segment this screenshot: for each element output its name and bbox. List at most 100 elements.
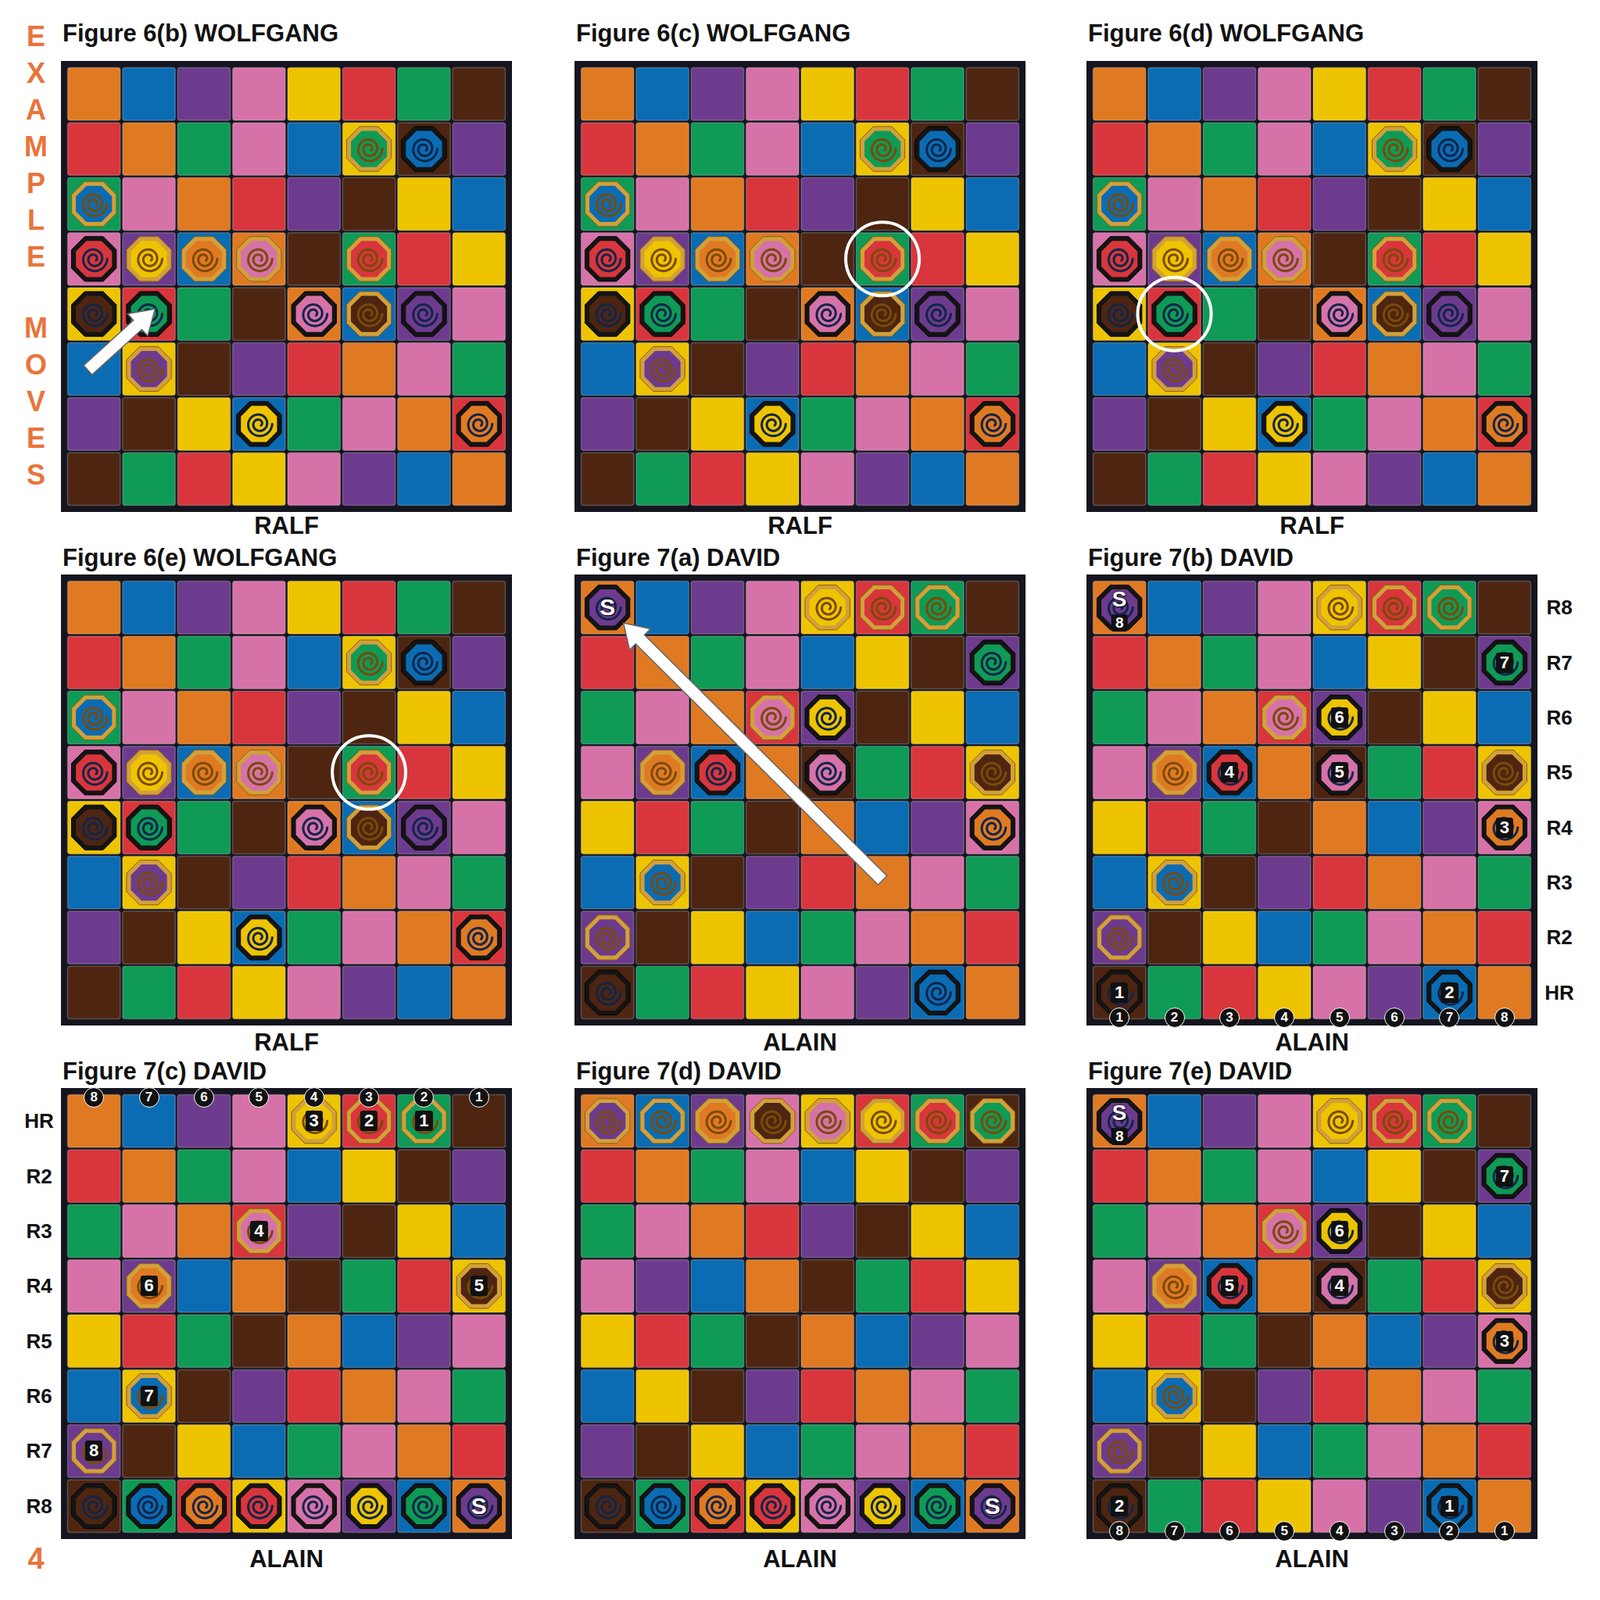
tower-rim: [970, 401, 1015, 447]
tower-rim: [401, 291, 447, 337]
board-square: [1478, 1479, 1531, 1532]
tower-top: [1486, 1323, 1523, 1360]
dragon-symbol: [816, 762, 842, 785]
tower-rim: [1371, 126, 1417, 172]
board-square: [1313, 1369, 1366, 1422]
dragon-symbol: [1328, 597, 1354, 620]
board-square: [966, 1369, 1019, 1422]
tower-rim: [859, 126, 905, 172]
board-square: [232, 911, 286, 964]
board-square: [452, 68, 505, 121]
tower-rim: [805, 585, 850, 630]
board-square: [1423, 1424, 1476, 1478]
move-number: 1: [415, 1110, 433, 1132]
board-square: [68, 966, 121, 1019]
board-square: [636, 1314, 689, 1368]
tower-piece: [1371, 236, 1417, 282]
dragon-symbol: [1493, 762, 1518, 785]
dragon-symbol: [357, 304, 383, 327]
board-square: [68, 122, 121, 176]
board-square: [232, 801, 286, 854]
dragon-symbol: [1163, 762, 1189, 785]
board-square: [801, 911, 854, 964]
board-square: [68, 232, 121, 286]
board-square: [1202, 1095, 1256, 1148]
board-square: [177, 122, 230, 176]
row-label: R5: [1546, 760, 1572, 785]
tower-piece: [1481, 1318, 1527, 1364]
move-arrow: [83, 308, 155, 375]
board-square: [1367, 1204, 1421, 1257]
board-square: [122, 1424, 176, 1478]
board-square: [1093, 342, 1146, 395]
tower-top: [1211, 240, 1248, 277]
tower-rim: [859, 291, 905, 337]
board-square: [1367, 177, 1421, 230]
tower-top: [699, 1102, 736, 1139]
board-square: [746, 1314, 799, 1368]
column-number: 5: [1274, 1521, 1295, 1542]
board-square: [122, 1259, 176, 1313]
dragon-symbol: [248, 414, 273, 437]
dragon-symbol: [1163, 873, 1189, 895]
board-square: [690, 1314, 744, 1368]
board-square: [801, 690, 854, 744]
board-square: [1423, 690, 1476, 744]
tower-top: [405, 1488, 442, 1525]
board-square: [1423, 122, 1476, 176]
board-square: [122, 1149, 176, 1203]
board-square: [855, 801, 909, 854]
tower-piece: [750, 401, 795, 447]
tower-rim: [291, 805, 337, 850]
tower-top: [1101, 919, 1138, 956]
tower-piece: [970, 401, 1015, 447]
board-square: [1258, 1259, 1311, 1313]
board-square: [801, 397, 854, 451]
tower-rim: [970, 640, 1015, 685]
column-number: 1: [1494, 1521, 1515, 1542]
tower-top: [1101, 974, 1138, 1011]
board-square: [911, 801, 964, 854]
dragon-symbol: [357, 1496, 383, 1519]
figure-heading: Figure 7(a) DAVID: [576, 544, 781, 573]
board-square: [177, 855, 230, 909]
board-square: [397, 1479, 451, 1532]
tower-top: [1156, 240, 1192, 277]
board-square: [232, 581, 286, 634]
board-square: [966, 1479, 1019, 1532]
board-square: [801, 1314, 854, 1368]
board-square: [1202, 177, 1256, 230]
dragon-symbol: [1108, 249, 1133, 272]
board-square: [746, 342, 799, 395]
dragon-symbol: [596, 1111, 621, 1134]
board-figure: Figure 6(c) WOLFGANGRALF: [574, 19, 1026, 541]
board-square: [68, 1369, 121, 1422]
tower-piece: [1262, 236, 1307, 282]
board-square: [1093, 452, 1146, 505]
tower-rim: [71, 750, 117, 795]
row-label: R6: [1546, 705, 1572, 730]
board-square: [1202, 746, 1256, 799]
board-square: [966, 855, 1019, 909]
dragon-symbol: [248, 762, 273, 785]
board-square: [1313, 1204, 1366, 1257]
column-number: 8: [1109, 1521, 1130, 1542]
tower-rim: [71, 805, 117, 850]
tower-piece: [1097, 915, 1142, 960]
dragon-symbol: [1218, 249, 1243, 272]
start-marker: S: [599, 594, 616, 621]
board-square: [1093, 911, 1146, 964]
tower-piece: [346, 236, 391, 282]
board-frame: [574, 1088, 1026, 1540]
board-square: [801, 1095, 854, 1148]
board-square: [1148, 966, 1201, 1019]
board-square: [911, 122, 964, 176]
board-square: [636, 1424, 689, 1478]
tower-rim: [915, 291, 960, 337]
board-square: [746, 855, 799, 909]
board-square: [1093, 122, 1146, 176]
dragon-symbol: [1438, 1496, 1464, 1519]
dragon-symbol: [82, 708, 108, 731]
board-square: [122, 966, 176, 1019]
tower-piece: [401, 291, 447, 337]
